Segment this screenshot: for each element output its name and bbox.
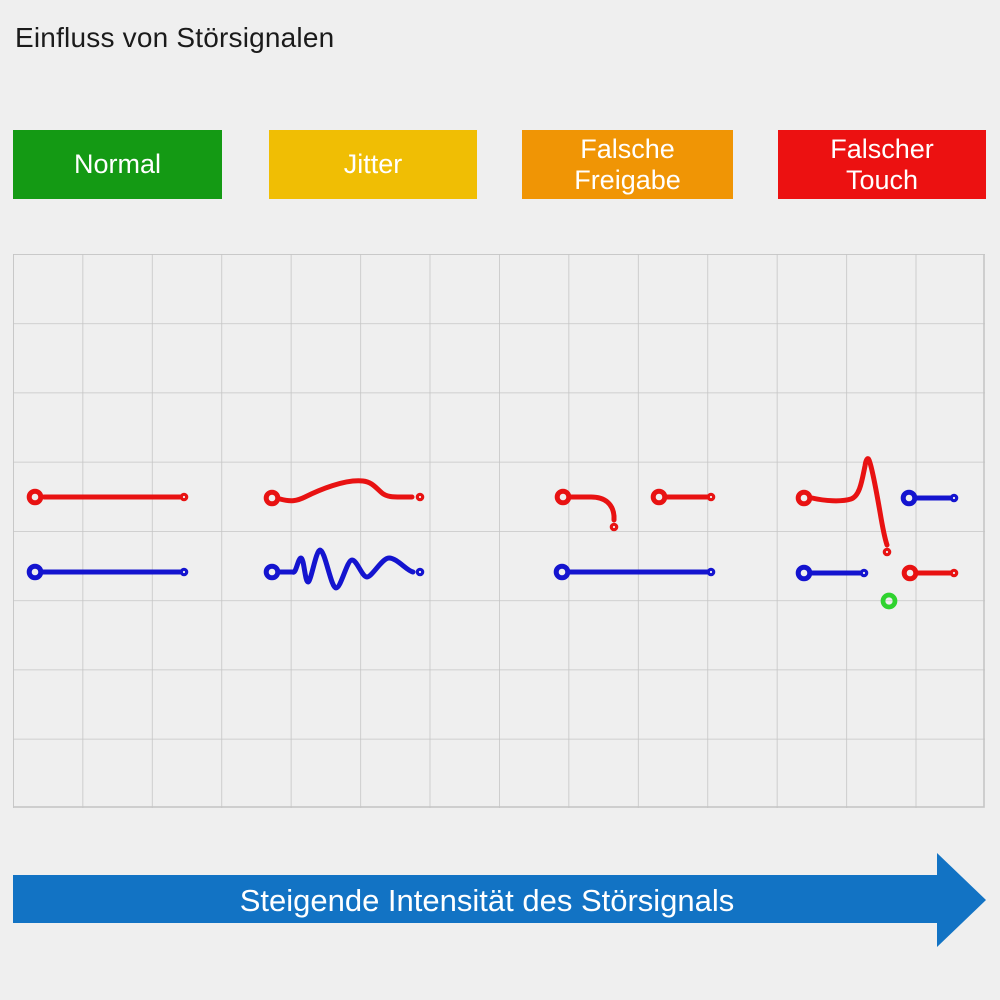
legend-box-jitter: Jitter: [269, 130, 477, 199]
touch-red-drop-end-dot: [882, 547, 892, 557]
legend-label-normal: Normal: [73, 149, 161, 180]
legend-box-falscher-touch: Falscher Touch: [778, 130, 986, 199]
legend-label-falsche-freigabe: Falsche Freigabe: [574, 134, 681, 195]
touch-red-lower-ring: [901, 564, 919, 582]
jitter-blue-trace: [277, 547, 416, 591]
freigabe-red-dropout-trace: [568, 494, 617, 523]
panel-falscher-touch: [795, 456, 959, 610]
touch-red-start-ring: [795, 489, 813, 507]
normal-red-end-dot: [179, 492, 189, 502]
freigabe-red-drop-end-dot: [609, 522, 619, 532]
jitter-red-trace: [277, 478, 415, 504]
freigabe-red-start-ring: [554, 488, 572, 506]
grid-border: [13, 254, 985, 808]
freigabe-red-resume-ring: [650, 488, 668, 506]
jitter-red-end-dot: [415, 492, 425, 502]
touch-blue-lower-ring: [795, 564, 813, 582]
legend-label-falscher-touch: Falscher Touch: [830, 134, 934, 195]
panel-normal: [26, 488, 189, 581]
panel-jitter: [263, 478, 425, 591]
jitter-red-start-ring: [263, 489, 281, 507]
touch-red-lower-end-dot: [949, 568, 959, 578]
freigabe-blue-end-dot: [706, 567, 716, 577]
legend-box-normal: Normal: [13, 130, 222, 199]
grid-background: [13, 254, 985, 808]
touch-blue-upper-ring: [900, 489, 918, 507]
touch-blue-lower-end-dot: [859, 568, 869, 578]
normal-red-start-ring: [26, 488, 44, 506]
legend-box-falsche-freigabe: Falsche Freigabe: [522, 130, 733, 199]
jitter-blue-start-ring: [263, 563, 281, 581]
page-title: Einfluss von Störsignalen: [15, 22, 335, 53]
panel-falsche-freigabe: [553, 488, 716, 581]
intensity-arrow: Steigende Intensität des Störsignals: [13, 853, 986, 947]
freigabe-red-resume-end-dot: [706, 492, 716, 502]
intensity-arrow-label: Steigende Intensität des Störsignals: [240, 883, 735, 918]
touch-red-spike-trace: [809, 456, 890, 548]
jitter-blue-end-dot: [415, 567, 425, 577]
false-touch-marker-icon: [880, 592, 898, 610]
signal-grid: [13, 254, 985, 808]
legend-label-jitter: Jitter: [343, 149, 403, 180]
freigabe-blue-start-ring: [553, 563, 571, 581]
intensity-arrow-shape: [13, 853, 986, 947]
normal-blue-end-dot: [179, 567, 189, 577]
touch-blue-upper-end-dot: [949, 493, 959, 503]
normal-blue-start-ring: [26, 563, 44, 581]
